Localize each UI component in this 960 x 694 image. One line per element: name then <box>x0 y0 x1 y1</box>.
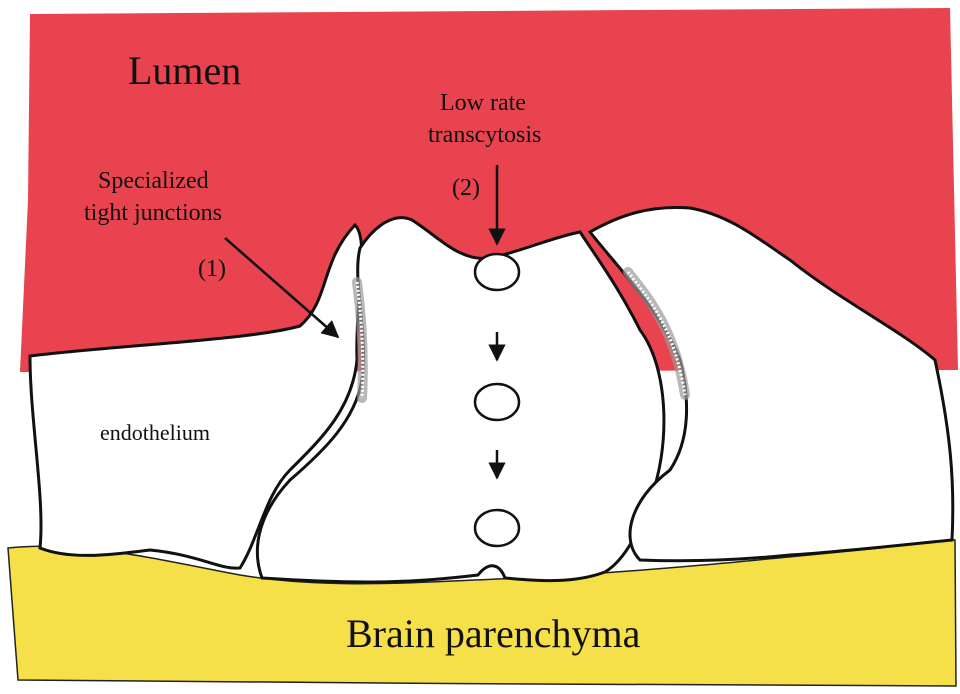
transcytosis-marker: (2) <box>452 175 480 201</box>
brain-parenchyma-label: Brain parenchyma <box>346 611 641 656</box>
vesicle-bottom <box>475 510 519 546</box>
endothelium-label: endothelium <box>100 420 210 445</box>
transcytosis-label-line1: Low rate <box>440 90 526 116</box>
tight-junctions-marker: (1) <box>198 256 226 282</box>
transcytosis-label-line2: transcytosis <box>428 122 541 148</box>
tight-junctions-label-line2: tight junctions <box>84 200 222 226</box>
tight-junctions-label-line1: Specialized <box>98 168 209 194</box>
lumen-label: Lumen <box>128 48 241 93</box>
vesicle-top <box>475 254 519 290</box>
vesicle-middle <box>475 384 519 420</box>
